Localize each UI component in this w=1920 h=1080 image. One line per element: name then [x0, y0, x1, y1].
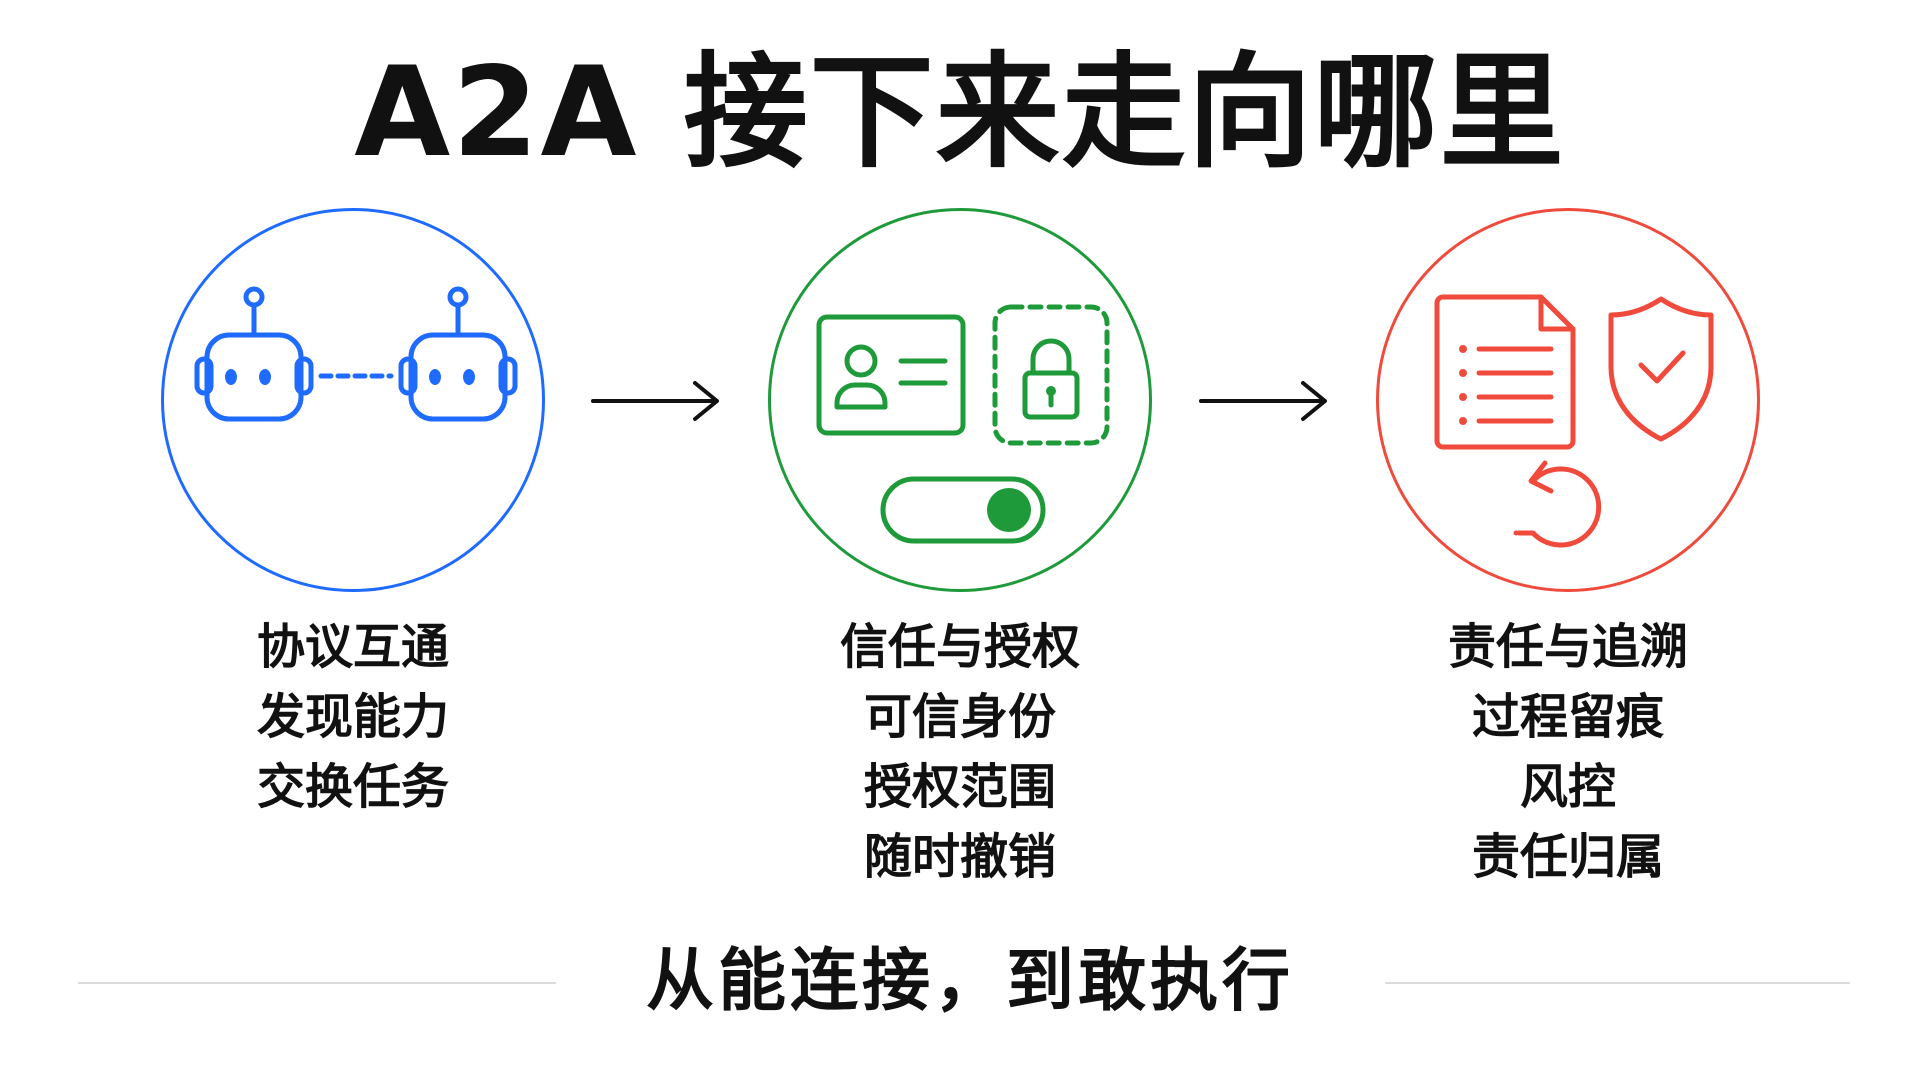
stage-2-line: 授权范围	[863, 759, 1056, 815]
undo-arrow-icon	[1513, 460, 1602, 548]
arrow-right-icon	[1199, 381, 1327, 421]
stage-1-text: 协议互通 发现能力 交换任务	[143, 612, 563, 822]
id-card-icon	[816, 314, 966, 436]
stage-3-line: 风控	[1519, 759, 1616, 815]
shield-check-icon	[1608, 296, 1714, 442]
stage-3-line: 责任归属	[1471, 829, 1664, 885]
trust-authorization-illustration	[816, 304, 1110, 544]
stage-2-text: 信任与授权 可信身份 授权范围 随时撤销	[750, 612, 1170, 892]
stage-2-line: 可信身份	[863, 689, 1056, 745]
stage-1-circle	[161, 208, 545, 592]
stage-3-text: 责任与追溯 过程留痕 风控 责任归属	[1358, 612, 1778, 892]
stage-3-circle	[1376, 208, 1760, 592]
stage-3-line: 责任与追溯	[1447, 619, 1688, 675]
robot-icon	[194, 286, 314, 422]
stage-2-line: 随时撤销	[863, 829, 1056, 885]
stage-2-circle	[768, 208, 1152, 592]
stage-1-line: 发现能力	[256, 689, 449, 745]
stage-1-line: 协议互通	[256, 619, 449, 675]
accountability-illustration	[1434, 294, 1714, 548]
page-title: A2A 接下来走向哪里	[354, 41, 1566, 185]
toggle-icon	[880, 476, 1046, 544]
robot-pair-illustration	[194, 286, 518, 422]
arrow-right-icon	[591, 381, 719, 421]
robot-icon	[398, 286, 518, 422]
lock-icon	[992, 304, 1110, 446]
document-list-icon	[1434, 294, 1576, 450]
divider-left	[78, 982, 556, 984]
stage-2-line: 信任与授权	[839, 619, 1080, 675]
stage-1-line: 交换任务	[256, 759, 449, 815]
tagline: 从能连接，到敢执行	[645, 942, 1294, 1021]
stage-3-line: 过程留痕	[1471, 689, 1664, 745]
divider-right	[1385, 982, 1850, 984]
